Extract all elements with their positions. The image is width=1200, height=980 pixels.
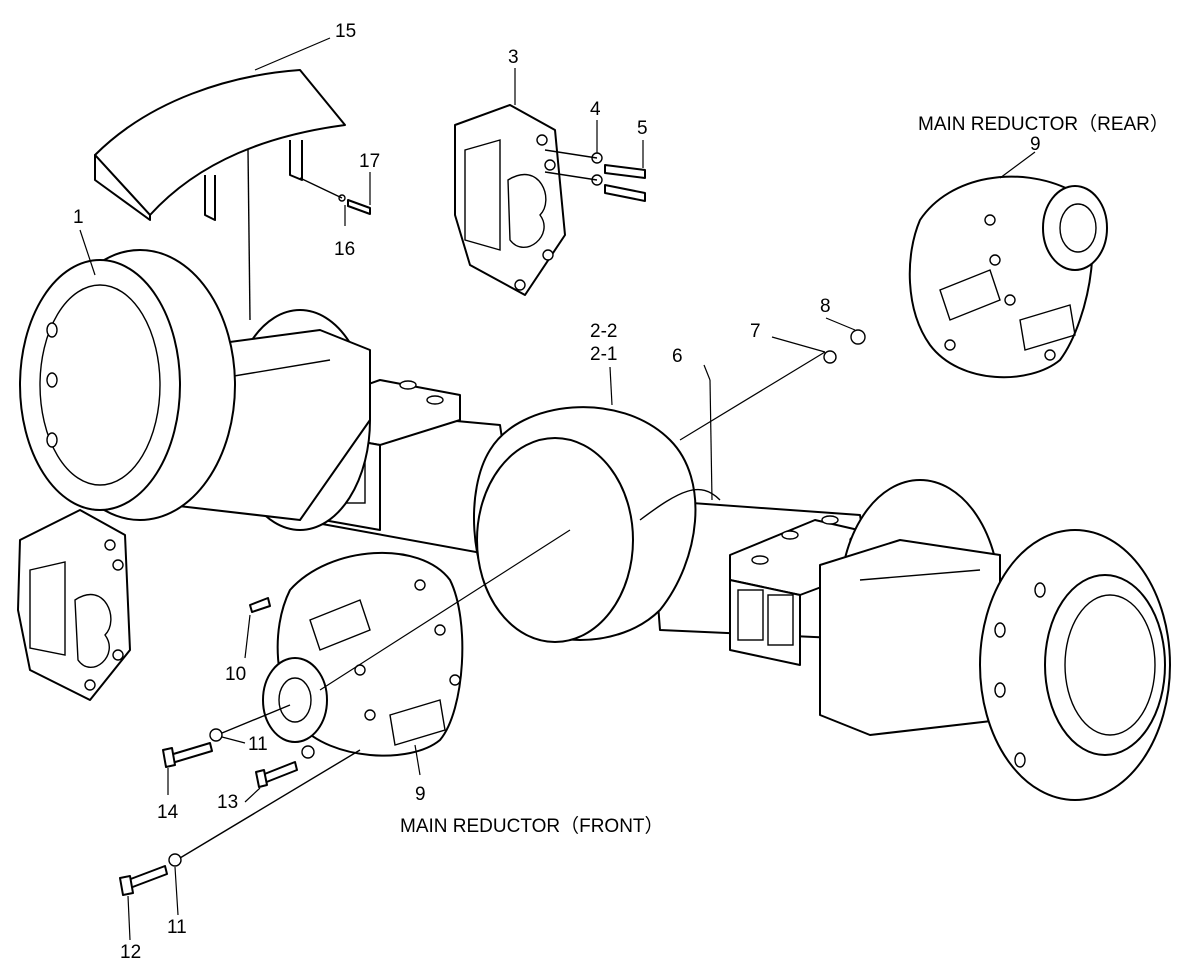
callout-2-2: 2-2: [590, 321, 617, 342]
main-reductor-rear: [823, 175, 1108, 379]
callout-17: 17: [359, 151, 380, 172]
callout-5: 5: [637, 118, 648, 139]
callout-11-upper: 11: [248, 734, 268, 755]
callout-9-rear: 9: [1030, 134, 1041, 155]
callout-7: 7: [750, 321, 761, 342]
brake-caliper-lower: [17, 509, 131, 701]
callout-8: 8: [820, 296, 831, 317]
callout-11-lower: 11: [167, 917, 187, 938]
callout-4: 4: [590, 99, 601, 120]
callout-13: 13: [217, 792, 238, 813]
callout-1: 1: [73, 207, 84, 228]
leader-lines: [79, 37, 1036, 941]
axle-housing: [19, 249, 1171, 801]
callout-14: 14: [157, 802, 179, 823]
callout-2-1: 2-1: [590, 344, 617, 365]
main-reductor-front: [249, 551, 464, 757]
brake-caliper-upper: [454, 104, 566, 296]
callout-12: 12: [120, 942, 141, 963]
callout-9-front: 9: [415, 784, 426, 805]
main-reductor-front-title: MAIN REDUCTOR（FRONT）: [400, 815, 664, 837]
fasteners-top: [299, 149, 646, 215]
callout-labels: 15 3 4 5 17 16 1 MAIN REDUCTOR（REAR） 9 8…: [73, 21, 1169, 963]
callout-10: 10: [225, 664, 246, 685]
main-reductor-rear-title: MAIN REDUCTOR（REAR）: [918, 113, 1169, 135]
callout-3: 3: [508, 47, 519, 68]
callout-15: 15: [335, 21, 356, 42]
callout-16: 16: [334, 239, 355, 260]
fasteners-bottom: [119, 704, 361, 896]
guard-plate: [94, 69, 346, 321]
callout-6: 6: [672, 346, 683, 367]
